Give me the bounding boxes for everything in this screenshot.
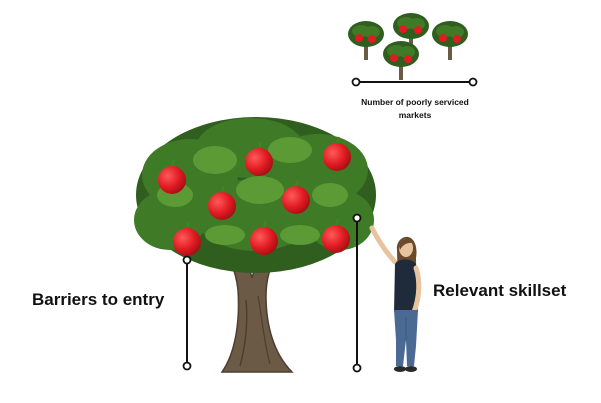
- skillset-label: Relevant skillset: [433, 281, 567, 300]
- apple: [250, 220, 278, 255]
- markets-indicator-line: [351, 77, 478, 87]
- small-apple-tree-icon: [432, 21, 468, 60]
- apple: [282, 179, 310, 214]
- apple: [208, 185, 236, 220]
- small-apple-tree-icon: [348, 21, 384, 60]
- apple: [158, 159, 186, 194]
- barriers-label: Barriers to entry: [32, 290, 165, 309]
- small-apple-tree-icon: [383, 41, 419, 80]
- woman-figure-illustration: [369, 225, 422, 372]
- apple: [245, 141, 273, 176]
- skillset-indicator-line: [352, 213, 362, 373]
- apple-tree-illustration: [134, 117, 376, 373]
- barriers-indicator-line: [182, 255, 192, 371]
- apple: [322, 218, 350, 253]
- small-apple-tree-icon: [393, 13, 429, 54]
- apple: [173, 221, 201, 256]
- markets-label: Number of poorly serviced markets: [361, 97, 469, 120]
- apple: [323, 136, 351, 171]
